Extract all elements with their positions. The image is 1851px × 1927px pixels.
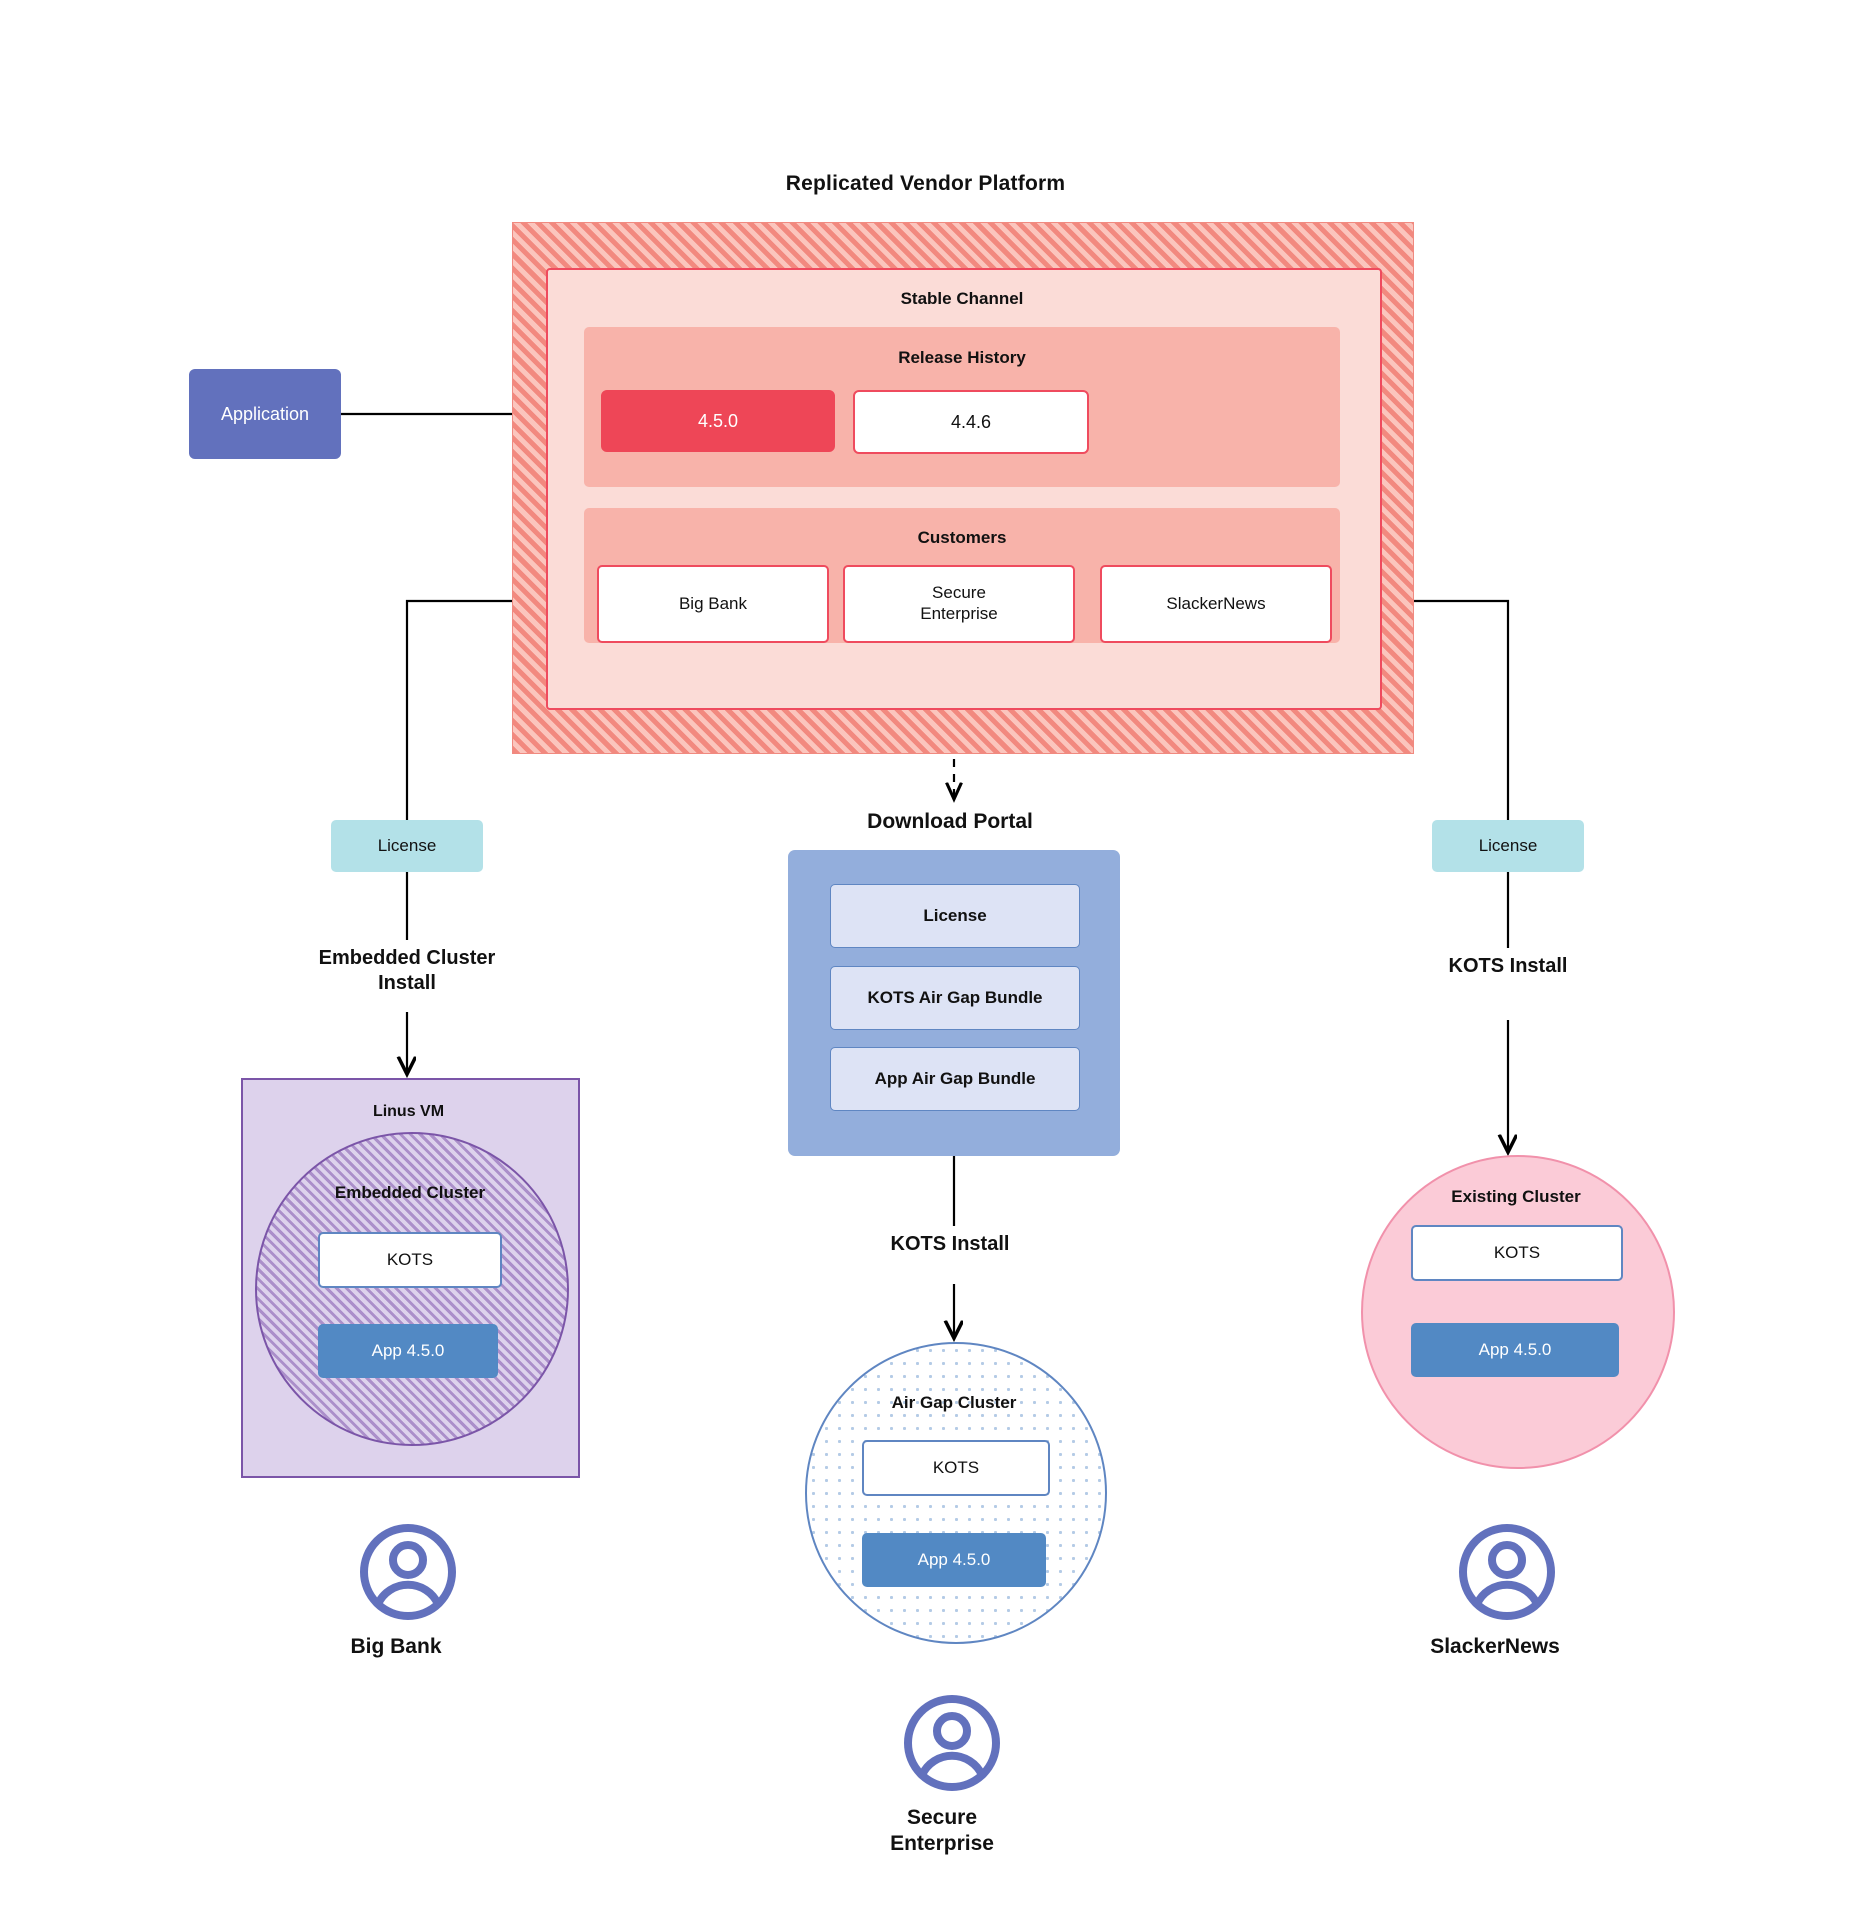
release-chip-current[interactable]: 4.5.0: [601, 390, 835, 452]
app-node-right[interactable]: App 4.5.0: [1411, 1323, 1619, 1377]
existing-cluster-circle: [1361, 1155, 1675, 1469]
portal-item-kots-air-gap-bundle[interactable]: KOTS Air Gap Bundle: [830, 966, 1080, 1030]
persona-label-slackernews: SlackerNews: [1430, 1635, 1560, 1658]
license-node-right[interactable]: License: [1432, 820, 1584, 872]
portal-item-license[interactable]: License: [830, 884, 1080, 948]
stable-channel-label: Stable Channel: [900, 289, 1024, 308]
user-avatar-icon: [1457, 1522, 1557, 1627]
release-chip-past[interactable]: 4.4.6: [853, 390, 1089, 454]
existing-cluster-label: Existing Cluster: [1451, 1187, 1581, 1206]
linux-vm-label: Linus VM: [372, 1103, 445, 1120]
flow-label-kots-install-right: KOTS Install: [1448, 955, 1568, 977]
portal-item-app-air-gap-bundle[interactable]: App Air Gap Bundle: [830, 1047, 1080, 1111]
download-portal-title: Download Portal: [867, 810, 1033, 833]
kots-node-right[interactable]: KOTS: [1411, 1225, 1623, 1281]
app-node-middle[interactable]: App 4.5.0: [862, 1533, 1046, 1587]
embedded-cluster-label: Embedded Cluster: [334, 1183, 486, 1202]
customer-chip-secure-enterprise[interactable]: Secure Enterprise: [843, 565, 1075, 643]
embedded-cluster-circle: [255, 1132, 569, 1446]
application-node[interactable]: Application: [189, 369, 341, 459]
kots-node-left[interactable]: KOTS: [318, 1232, 502, 1288]
persona-label-big-bank: Big Bank: [350, 1635, 442, 1658]
user-avatar-icon: [358, 1522, 458, 1627]
air-gap-cluster-label: Air Gap Cluster: [891, 1393, 1017, 1412]
customer-chip-slackernews[interactable]: SlackerNews: [1100, 565, 1332, 643]
kots-node-middle[interactable]: KOTS: [862, 1440, 1050, 1496]
persona-label-secure-enterprise: Secure Enterprise: [890, 1806, 994, 1856]
app-node-left[interactable]: App 4.5.0: [318, 1324, 498, 1378]
flow-label-embedded-cluster-install: Embedded Cluster Install: [318, 947, 496, 994]
license-node-left[interactable]: License: [331, 820, 483, 872]
flow-label-kots-install-middle: KOTS Install: [890, 1233, 1010, 1255]
customers-label: Customers: [917, 528, 1007, 547]
customer-chip-big-bank[interactable]: Big Bank: [597, 565, 829, 643]
page-title: Replicated Vendor Platform: [785, 172, 1066, 195]
release-history-label: Release History: [898, 348, 1026, 367]
user-avatar-icon: [902, 1693, 1002, 1798]
